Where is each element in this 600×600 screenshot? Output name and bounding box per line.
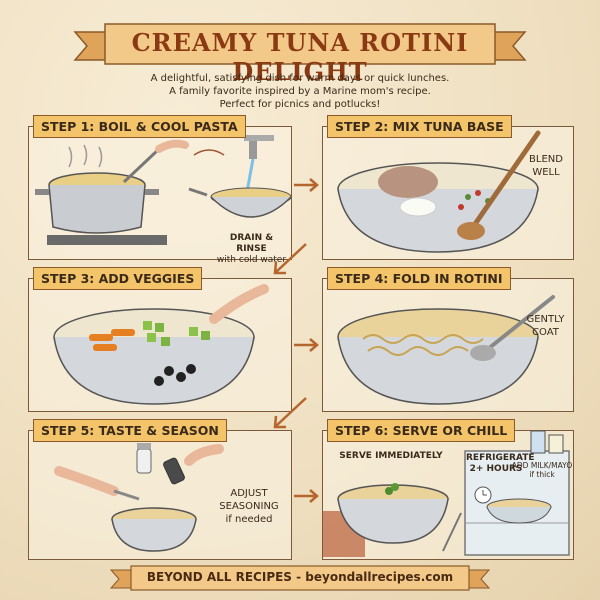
step-4-panel: STEP 4: FOLD IN ROTINI GENTLY COAT bbox=[322, 267, 574, 412]
note-line: DRAIN & RINSE bbox=[229, 233, 274, 254]
note-line: BLEND bbox=[529, 154, 563, 165]
note-line: if needed bbox=[225, 514, 273, 525]
footer-ribbon-shape bbox=[109, 565, 491, 591]
step-5-panel: STEP 5: TASTE & SEASON ADJUST SEASONING … bbox=[28, 419, 292, 560]
veggie-bowl-illustration bbox=[53, 284, 269, 405]
page-title: CREAMY TUNA ROTINI DELIGHT bbox=[131, 28, 469, 86]
step-2-note: BLEND WELL bbox=[521, 153, 571, 179]
serve-note: SERVE IMMEDIATELY bbox=[339, 451, 443, 461]
boiling-pot-illustration bbox=[35, 135, 292, 245]
arrow-icon bbox=[273, 243, 307, 275]
note-line: WELL bbox=[532, 167, 560, 178]
subtitle-line: A family favorite inspired by a Marine m… bbox=[169, 86, 431, 97]
step-6-label: STEP 6: SERVE OR CHILL bbox=[327, 419, 516, 442]
step-1-note: DRAIN & RINSE with cold water bbox=[214, 233, 289, 266]
step-5-label: STEP 5: TASTE & SEASON bbox=[33, 419, 227, 442]
note-line: GENTLY bbox=[526, 314, 565, 325]
step-3-panel: STEP 3: ADD VEGGIES bbox=[28, 267, 292, 412]
step-1-panel: STEP 1: BOIL & COOL PASTA DRAIN & RINSE … bbox=[28, 115, 292, 265]
note-line: REFRIGERATE bbox=[466, 453, 535, 463]
note-line: ADJUST bbox=[230, 488, 268, 499]
refrigerate-note: REFRIGERATE 2+ HOURS bbox=[466, 453, 535, 475]
subtitle-line: Perfect for picnics and potlucks! bbox=[219, 99, 381, 110]
step-6-panel: STEP 6: SERVE OR CHILL SERVE IMMEDIATELY… bbox=[322, 419, 574, 560]
footer-banner: BEYOND ALL RECIPES - beyondallrecipes.co… bbox=[109, 565, 491, 591]
note-line: COAT bbox=[532, 327, 559, 338]
step-2-panel: STEP 2: MIX TUNA BASE BLEND WELL bbox=[322, 115, 574, 260]
step-5-note: ADJUST SEASONING if needed bbox=[209, 487, 289, 526]
step-2-label: STEP 2: MIX TUNA BASE bbox=[327, 115, 512, 138]
subtitle-line: A delightful, satisfying dish for warm d… bbox=[150, 73, 450, 84]
arrow-icon bbox=[294, 178, 319, 192]
rotini-bowl-illustration bbox=[337, 295, 555, 405]
footer-credit: BEYOND ALL RECIPES - beyondallrecipes.co… bbox=[146, 570, 454, 584]
arrow-icon bbox=[273, 397, 307, 429]
arrow-icon bbox=[294, 489, 319, 503]
note-line: ADD MILK/MAYO bbox=[511, 461, 573, 470]
note-line: SEASONING bbox=[219, 501, 279, 512]
subtitle: A delightful, satisfying dish for warm d… bbox=[140, 72, 460, 111]
seasoning-illustration bbox=[54, 443, 224, 552]
serve-illustration bbox=[323, 430, 570, 557]
milk-mayo-note: ADD MILK/MAYO if thick bbox=[511, 461, 573, 479]
step-3-label: STEP 3: ADD VEGGIES bbox=[33, 267, 203, 290]
step-1-label: STEP 1: BOIL & COOL PASTA bbox=[33, 115, 246, 138]
arrow-icon bbox=[294, 338, 319, 352]
note-line: if thick bbox=[529, 470, 555, 479]
step-4-label: STEP 4: FOLD IN ROTINI bbox=[327, 267, 511, 290]
tuna-bowl-illustration bbox=[337, 130, 541, 253]
note-line: 2+ HOURS bbox=[469, 464, 523, 474]
note-line: with cold water bbox=[216, 255, 287, 265]
ribbon-shape bbox=[73, 23, 527, 65]
title-banner: CREAMY TUNA ROTINI DELIGHT bbox=[73, 20, 527, 86]
step-4-note: GENTLY COAT bbox=[518, 313, 573, 339]
